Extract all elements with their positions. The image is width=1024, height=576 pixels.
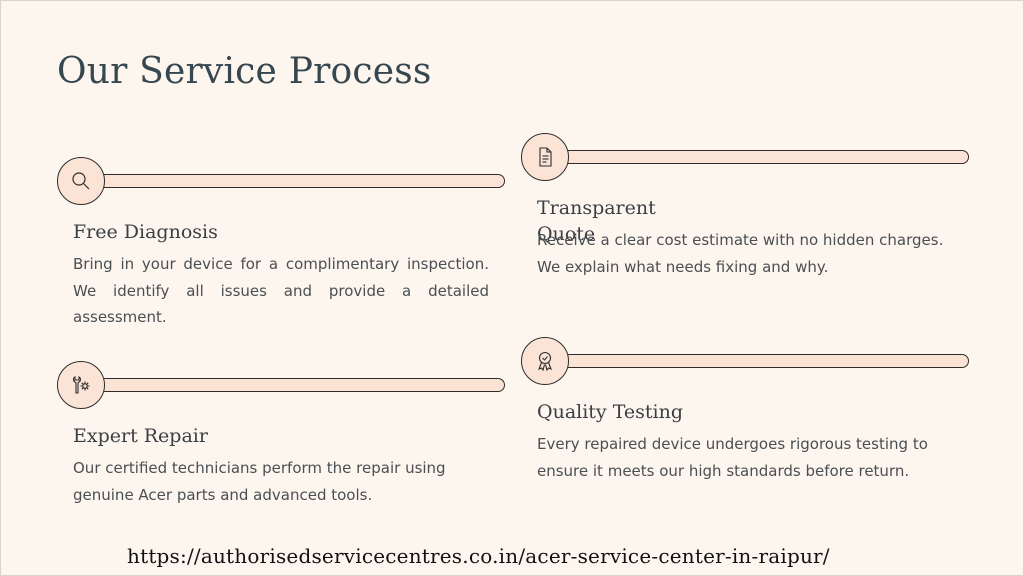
document-icon (539, 147, 552, 167)
award-check-icon (538, 351, 552, 372)
step-3-bar (81, 378, 505, 392)
step-1-title: Free Diagnosis (73, 221, 218, 243)
step-2-title: Transparent Quote (537, 197, 656, 245)
step-3-title: Expert Repair (73, 425, 208, 447)
footer-url-link[interactable]: https://authorisedservicecentres.co.in/a… (127, 544, 830, 568)
step-2-icon-circle (521, 133, 569, 181)
step-1-icon-circle (57, 157, 105, 205)
page-title: Our Service Process (57, 51, 432, 92)
step-4-bar (545, 354, 969, 368)
tools-gear-icon (72, 376, 90, 394)
step-3-description: Our certified technicians perform the re… (73, 459, 446, 504)
step-3-icon-circle (57, 361, 105, 409)
step-2-bar (545, 150, 969, 164)
step-1-bar (81, 174, 505, 188)
step-2-description: Receive a clear cost estimate with no hi… (537, 231, 944, 276)
step-4-description: Every repaired device undergoes rigorous… (537, 435, 928, 480)
step-4-title: Quality Testing (537, 401, 684, 423)
step-1-description: Bring in your device for a complimentary… (73, 255, 489, 326)
magnifier-icon (72, 172, 90, 190)
step-4-icon-circle (521, 337, 569, 385)
